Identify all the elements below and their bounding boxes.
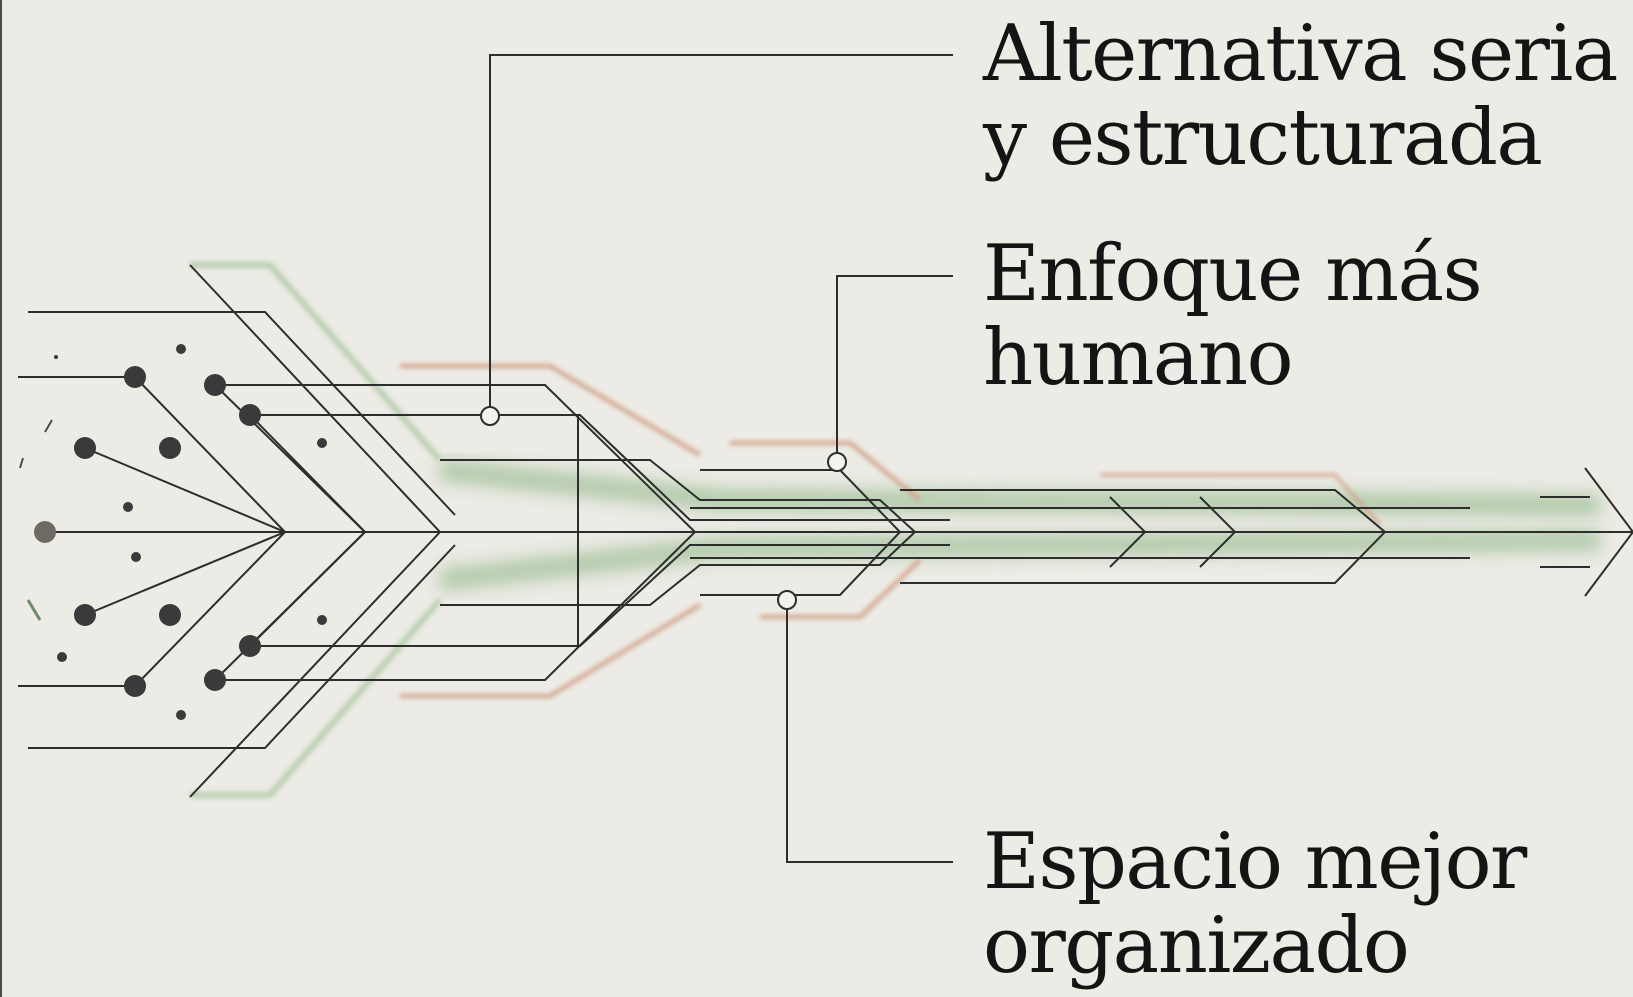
node-dot	[54, 355, 58, 359]
circuit-lines	[18, 54, 1633, 863]
node-dot	[131, 552, 141, 562]
arrow-head-icon	[1584, 467, 1633, 597]
callout-line: Alternativa seria	[983, 9, 1618, 99]
left-border	[0, 0, 2, 997]
callout-anchors	[480, 406, 847, 610]
node-dot	[239, 635, 261, 657]
anchor-circle	[777, 590, 797, 610]
callout-line: Espacio mejor	[983, 817, 1527, 907]
faint-mark	[44, 419, 53, 433]
node-dot	[124, 675, 146, 697]
node-dot	[176, 344, 186, 354]
callout-line: organizado	[983, 901, 1410, 991]
node-dot	[176, 710, 186, 720]
callout-line: Enfoque más	[983, 229, 1483, 319]
faint-mark	[26, 599, 42, 621]
node-dot	[123, 502, 133, 512]
anchor-circle	[827, 452, 847, 472]
node-dot	[204, 669, 226, 691]
node-dot	[317, 615, 327, 625]
callout-espacio: Espacio mejor organizado	[983, 817, 1527, 991]
callout-line: y estructurada	[983, 93, 1543, 183]
node-dot	[34, 521, 56, 543]
node-dot	[159, 437, 181, 459]
node-dots	[19, 344, 327, 720]
node-dot	[239, 404, 261, 426]
node-dot	[317, 438, 327, 448]
node-dot	[74, 437, 96, 459]
faint-mark	[19, 457, 24, 469]
anchor-circle	[480, 406, 500, 426]
callout-alternativa: Alternativa seria y estructurada	[983, 9, 1618, 183]
callout-enfoque: Enfoque más humano	[983, 229, 1483, 403]
node-dot	[204, 374, 226, 396]
node-dot	[124, 366, 146, 388]
node-dot	[57, 652, 67, 662]
node-dot	[74, 604, 96, 626]
callout-line: humano	[983, 313, 1294, 403]
node-dot	[159, 604, 181, 626]
